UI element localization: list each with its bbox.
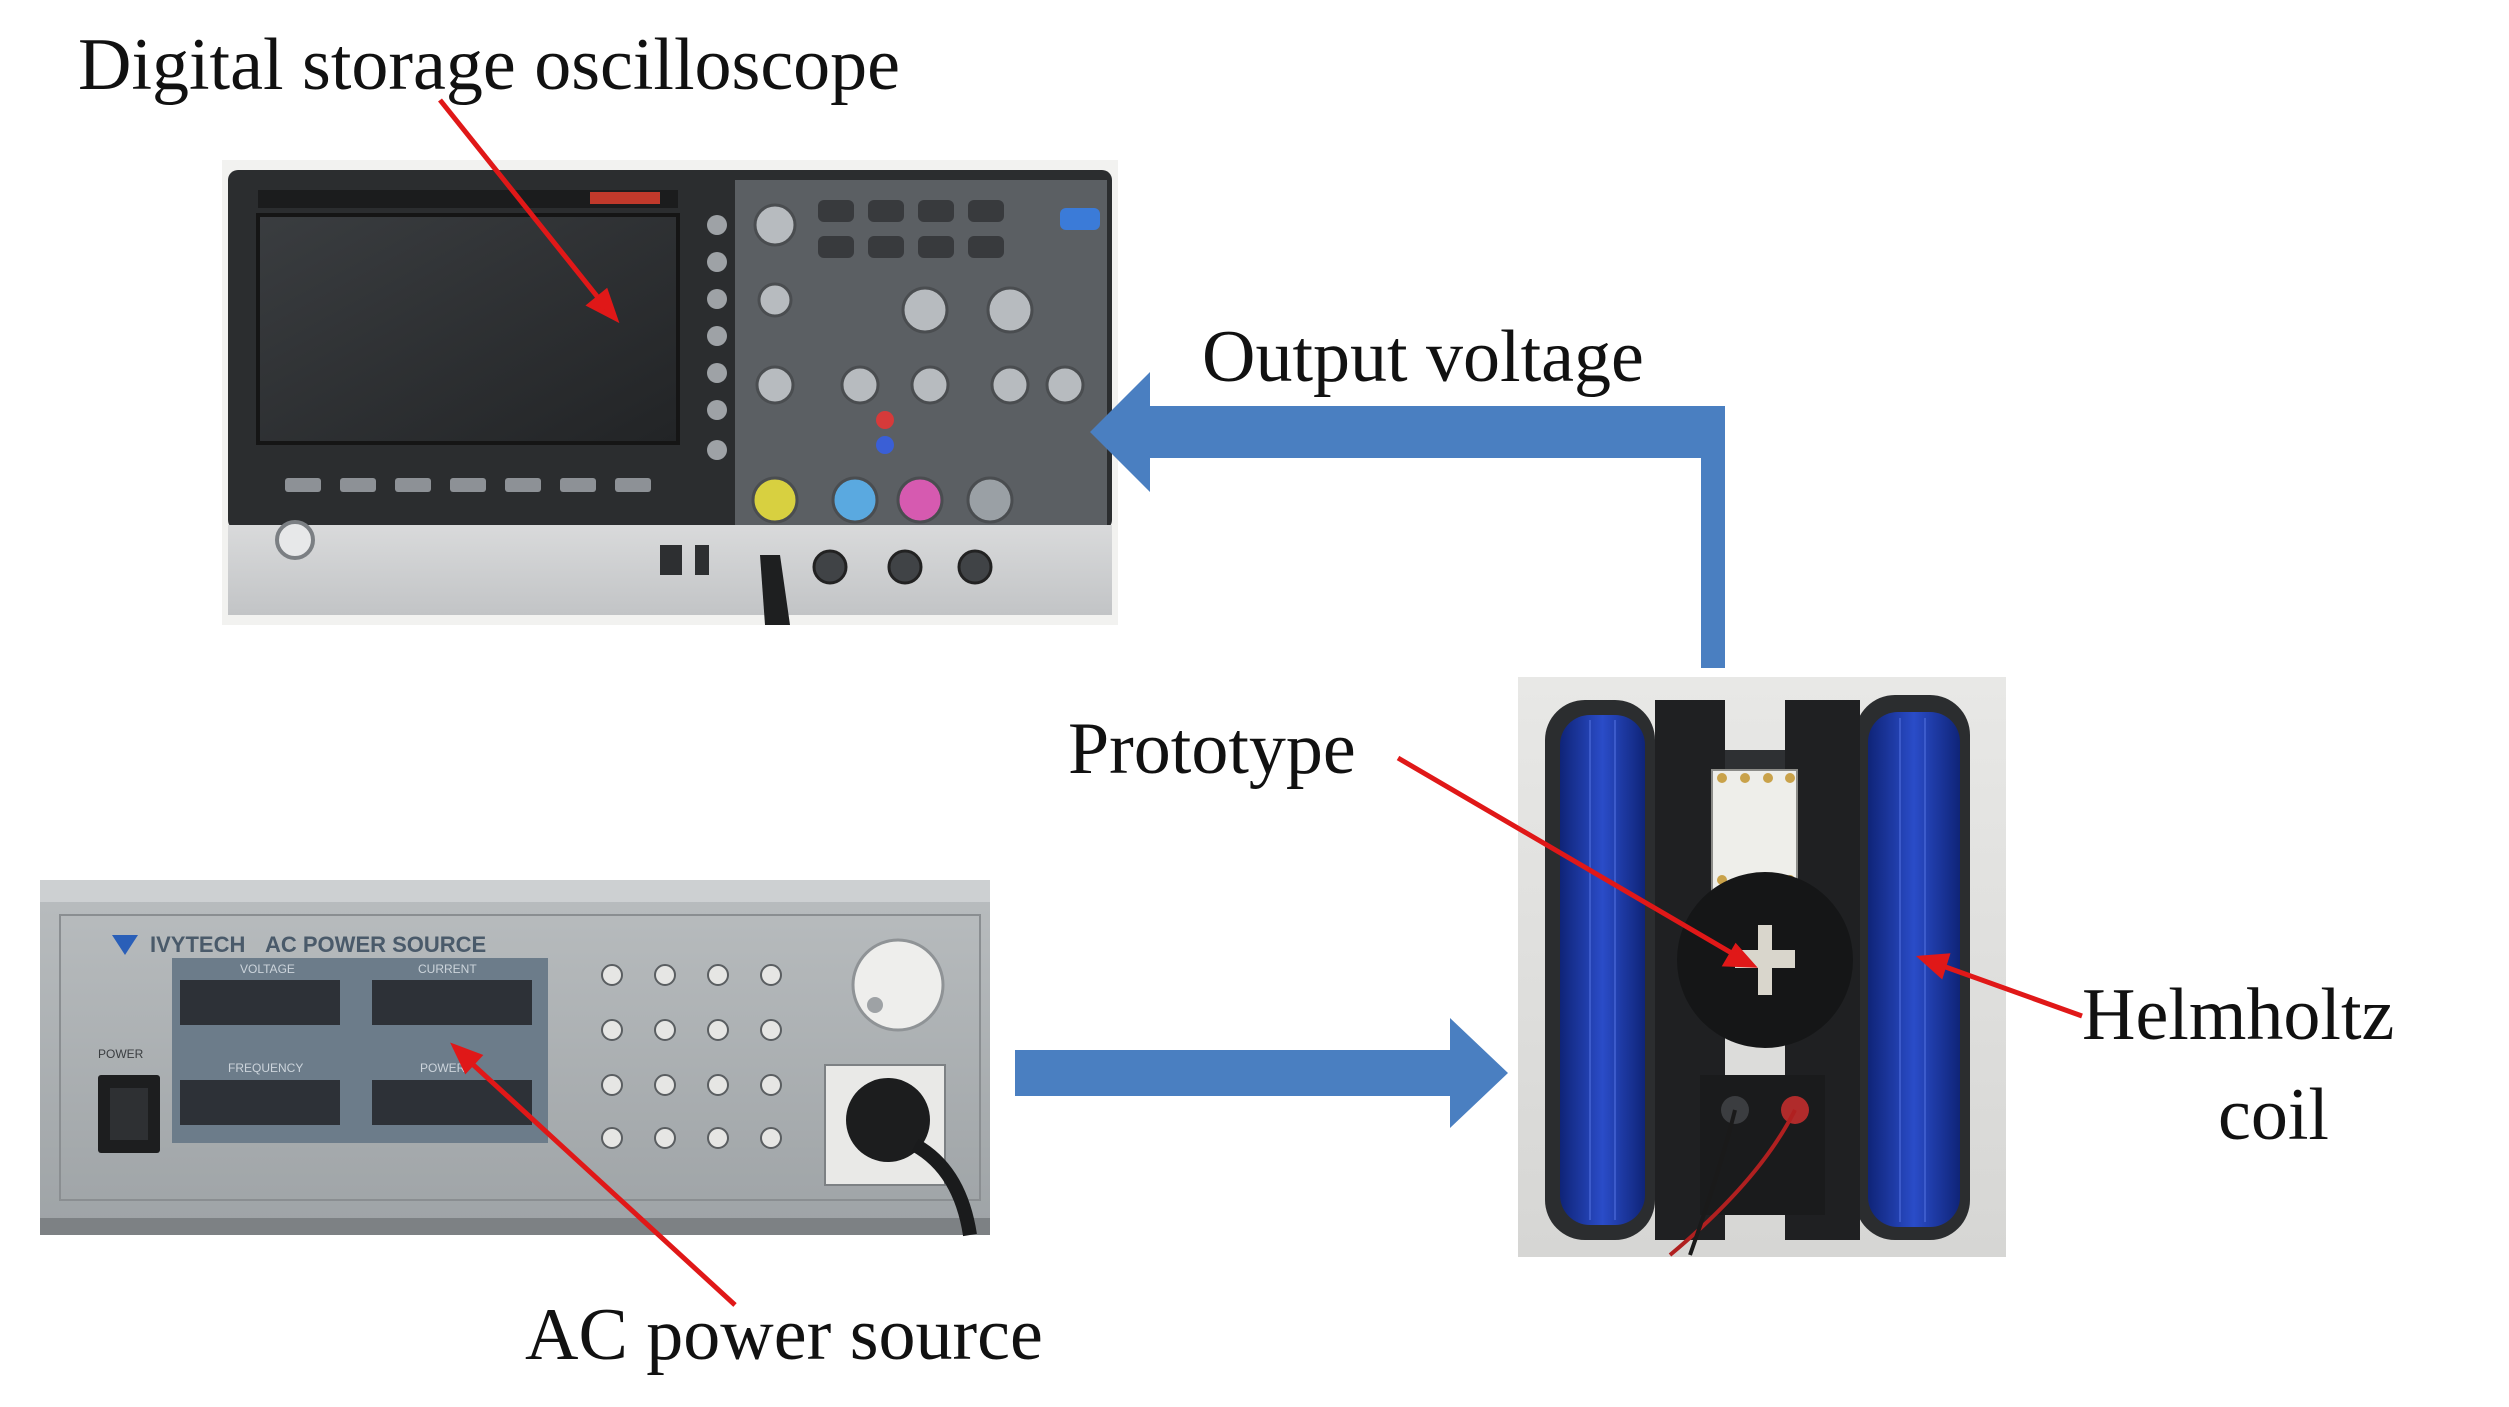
ac-frequency-caption: FREQUENCY <box>228 1061 303 1075</box>
output-voltage-label: Output voltage <box>1202 316 1644 398</box>
ac-power-pointer-arrow <box>450 1042 737 1307</box>
ac-model-text: AC POWER SOURCE <box>265 932 486 957</box>
oscilloscope-image <box>222 160 1118 625</box>
ac-power-label: AC power source <box>525 1294 1043 1376</box>
output-voltage-arrow <box>1090 372 1725 668</box>
ac-voltage-caption: VOLTAGE <box>240 962 295 976</box>
helmholtz-label-line2: coil <box>2218 1074 2329 1156</box>
ac-brand-text: IVYTECH <box>150 932 245 957</box>
ac-current-caption: CURRENT <box>418 962 477 976</box>
ac-power-caption: POWER <box>420 1061 466 1075</box>
input-power-arrow <box>1015 1018 1508 1128</box>
helmholtz-coil-image <box>1518 677 2006 1257</box>
prototype-label: Prototype <box>1068 708 1356 790</box>
ac-switch-caption: POWER <box>98 1047 144 1061</box>
oscilloscope-pointer-arrow <box>438 98 620 324</box>
helmholtz-pointer-arrow <box>1915 953 2083 1019</box>
ac-power-source-image: IVYTECH AC POWER SOURCE VOLTAGE CURRENT … <box>40 880 990 1237</box>
oscilloscope-label: Digital storage oscilloscope <box>78 24 901 106</box>
helmholtz-label-line1: Helmholtz <box>2082 974 2395 1056</box>
prototype-pointer-arrow <box>1396 755 1758 968</box>
